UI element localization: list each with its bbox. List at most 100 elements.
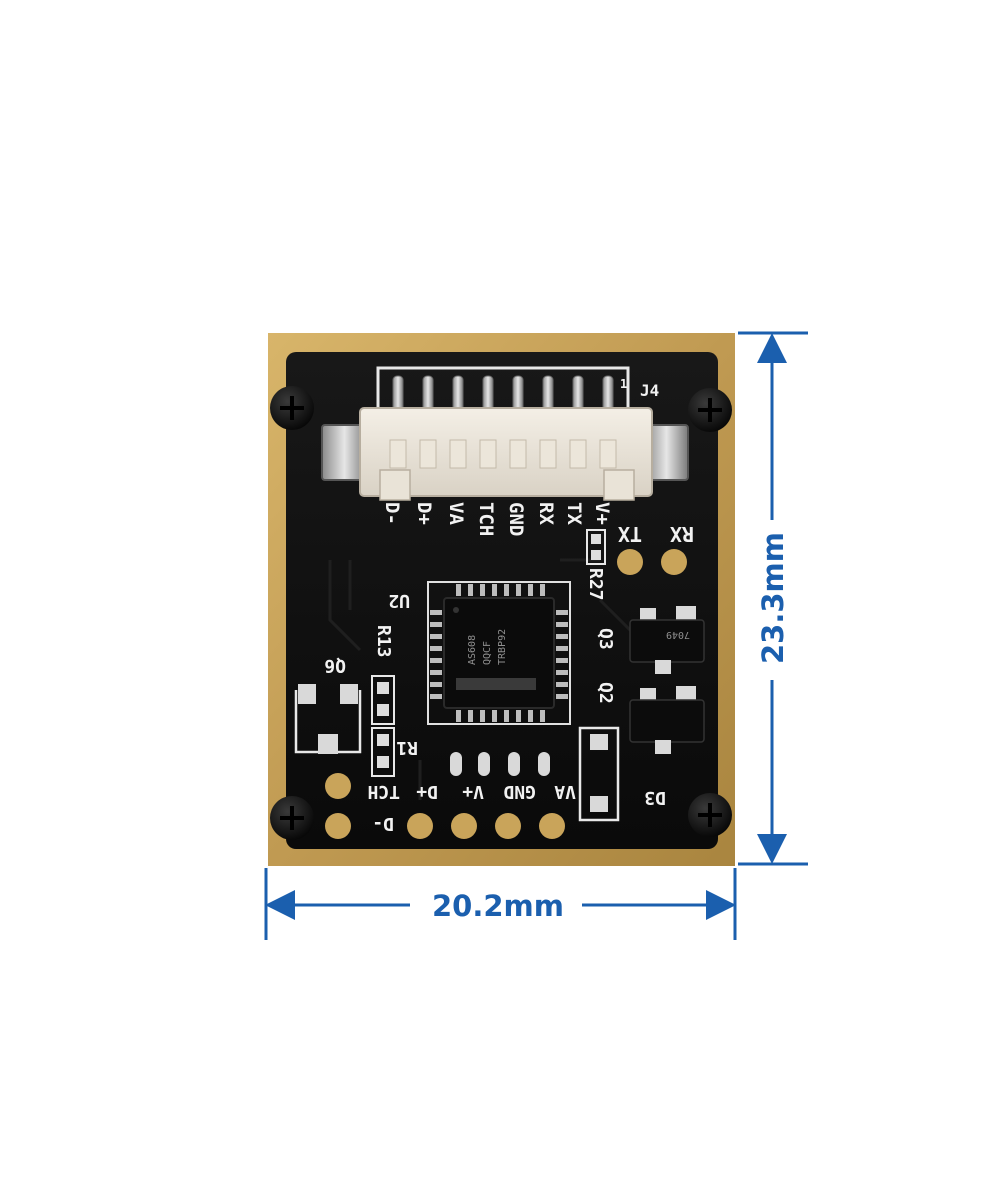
chip-lead bbox=[430, 610, 442, 615]
chip-lead bbox=[556, 622, 568, 627]
housing-slot bbox=[419, 439, 437, 469]
pin-label-d-minus: D- bbox=[381, 502, 403, 525]
chip-lead bbox=[540, 710, 545, 722]
solder-pad-v-plus bbox=[451, 813, 477, 839]
chip-lead bbox=[516, 584, 521, 596]
width-dimension: 20.2mm bbox=[264, 868, 737, 940]
uart-label-tx: TX bbox=[618, 522, 642, 546]
chip-lead bbox=[430, 646, 442, 651]
pin-one-marker: 1 bbox=[620, 377, 627, 391]
chip-lead bbox=[430, 670, 442, 675]
transistor-code-q3: 7049 bbox=[666, 629, 690, 640]
bottom-label-tch: TCH bbox=[367, 781, 400, 802]
housing-slot bbox=[539, 439, 557, 469]
diode-d3 bbox=[578, 726, 620, 822]
chip-lead bbox=[504, 584, 509, 596]
chip-lead bbox=[430, 658, 442, 663]
designator-q3: Q3 bbox=[595, 628, 616, 650]
resistor-r27 bbox=[586, 529, 606, 565]
housing-slot bbox=[569, 439, 587, 469]
pin-label-tx: TX bbox=[563, 502, 585, 525]
board-traces bbox=[328, 558, 642, 800]
solder-pad-d-minus bbox=[325, 813, 351, 839]
bottom-label-gnd: GND bbox=[503, 781, 536, 802]
chip-lead bbox=[480, 710, 485, 722]
resistor-r1 bbox=[371, 727, 395, 777]
transistor-q3: 7049 bbox=[629, 606, 705, 674]
bottom-label-d-plus: D+ bbox=[416, 781, 438, 802]
housing-slot bbox=[599, 439, 617, 469]
chip-lead bbox=[556, 634, 568, 639]
designator-r13: R13 bbox=[373, 625, 394, 658]
chip-marking-line3: TRBP92 bbox=[497, 629, 508, 665]
chip-lead bbox=[556, 658, 568, 663]
uart-pad-tx bbox=[617, 549, 643, 575]
mounting-screw-icon bbox=[688, 793, 732, 837]
bottom-pad-labels: TCH D- D+ V+ GND VA bbox=[367, 781, 576, 834]
bottom-label-d-minus: D- bbox=[372, 813, 394, 834]
resistor-r13 bbox=[371, 675, 395, 725]
designator-d3: D3 bbox=[644, 787, 666, 808]
connector-pin-labels: D- D+ VA TCH GND RX TX V+ bbox=[381, 502, 613, 536]
designator-r27: R27 bbox=[585, 568, 606, 601]
mounting-screw-icon bbox=[270, 796, 314, 840]
transistor-q6 bbox=[294, 684, 362, 754]
housing-slot bbox=[479, 439, 497, 469]
pin-label-tch: TCH bbox=[475, 502, 497, 536]
chip-lead bbox=[480, 584, 485, 596]
mounting-screw-icon bbox=[688, 388, 732, 432]
connector-pins bbox=[392, 375, 614, 417]
height-dimension-label: 23.3mm bbox=[756, 532, 790, 664]
chip-lead bbox=[430, 682, 442, 687]
chip-lead bbox=[504, 710, 509, 722]
height-dimension: 23.3mm bbox=[738, 331, 808, 866]
chip-lead bbox=[456, 584, 461, 596]
designator-u2: U2 bbox=[388, 590, 410, 611]
housing-slots bbox=[389, 439, 617, 469]
chip-lead bbox=[556, 646, 568, 651]
chip-lead bbox=[540, 584, 545, 596]
designator-q2: Q2 bbox=[595, 682, 616, 704]
pin-label-va: VA bbox=[445, 502, 467, 525]
pin-label-d-plus: D+ bbox=[413, 502, 435, 525]
chip-lead bbox=[456, 710, 461, 722]
chip-lead bbox=[556, 670, 568, 675]
designator-r1: R1 bbox=[396, 737, 418, 758]
jst-connector-housing bbox=[359, 407, 653, 501]
test-pad-row bbox=[450, 752, 550, 776]
housing-slot bbox=[509, 439, 527, 469]
uart-pad-rx bbox=[661, 549, 687, 575]
chip-lead bbox=[492, 584, 497, 596]
bottom-label-va: VA bbox=[554, 781, 576, 802]
mounting-screw-icon bbox=[270, 386, 314, 430]
chip-lead bbox=[430, 634, 442, 639]
chip-lead bbox=[556, 694, 568, 699]
solder-pad-tch bbox=[325, 773, 351, 799]
connector-label-j4: J4 bbox=[640, 381, 659, 400]
uart-label-rx: RX bbox=[670, 522, 694, 546]
chip-lead bbox=[468, 584, 473, 596]
chip-lead bbox=[528, 584, 533, 596]
transistor-q2 bbox=[629, 686, 705, 754]
pin-label-rx: RX bbox=[535, 502, 557, 525]
chip-marking-line1: AS608 bbox=[467, 635, 478, 665]
chip-marking-line2: QQCF bbox=[482, 641, 493, 665]
chip-lead bbox=[430, 694, 442, 699]
chip-lead bbox=[492, 710, 497, 722]
solder-pad-va bbox=[539, 813, 565, 839]
bottom-label-v-plus: V+ bbox=[462, 781, 484, 802]
chip-lead bbox=[556, 682, 568, 687]
width-dimension-label: 20.2mm bbox=[432, 889, 564, 923]
main-chip-u2: AS608 QQCF TRBP92 bbox=[427, 581, 571, 725]
solder-pad-d-plus bbox=[407, 813, 433, 839]
fingerprint-module-board: J4 1 D- D+ VA TCH GND RX TX V+ RX TX R27 bbox=[268, 333, 735, 866]
designator-q6: Q6 bbox=[324, 655, 346, 676]
chip-lead bbox=[556, 610, 568, 615]
pin-label-v-plus: V+ bbox=[591, 502, 613, 525]
solder-pad-gnd bbox=[495, 813, 521, 839]
chip-lead bbox=[468, 710, 473, 722]
pin-label-gnd: GND bbox=[505, 502, 527, 536]
housing-slot bbox=[449, 439, 467, 469]
chip-lead bbox=[430, 622, 442, 627]
